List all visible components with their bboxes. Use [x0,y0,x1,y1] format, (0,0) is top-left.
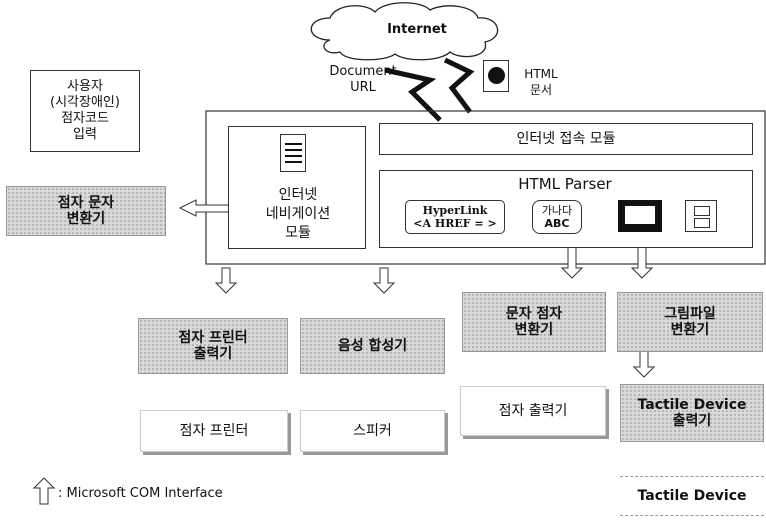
html-label: HTML [524,67,558,81]
user-input-line-3: 점자코드 [61,111,109,126]
speaker-box: 스피커 [300,410,445,452]
braille-output-label: 점자 출력기 [498,403,568,419]
tactile-device-box: Tactile Device [620,476,764,516]
braille-text-converter: 점자 문자 변환기 [6,186,166,236]
hangul-label: 가나다 [541,204,573,217]
braille-printer-label: 점자 프린터 [179,423,249,439]
braille-printer-output-line-2: 출력기 [193,346,233,362]
braille-printer-box: 점자 프린터 [140,410,288,452]
user-input-line-4: 입력 [73,127,97,142]
navigation-line-3: 모듈 [285,225,311,241]
arrow-down-2 [372,267,396,294]
graphic-converter-line-1: 그림파일 [664,306,716,322]
internet-cloud-shape [310,2,499,61]
speech-synthesizer-box: 음성 합성기 [300,318,445,374]
user-input-box: 사용자 (시각장애인) 점자코드 입력 [30,70,140,152]
braille-printer-output-box: 점자 프린터 출력기 [138,318,288,374]
internet-access-module: 인터넷 접속 모듈 [379,123,753,155]
document-label: Document [329,64,397,79]
hyperlink-label: HyperLink [422,204,488,217]
braille-output-box: 점자 출력기 [460,386,606,436]
user-input-line-2: (시각장애인) [50,95,120,110]
navigation-line-1: 인터넷 [278,187,318,203]
html-parser-label: HTML Parser [518,175,612,193]
url-label: URL [350,80,376,95]
hyperlink-element: HyperLink <A HREF = > [405,200,505,234]
legend-label: : Microsoft COM Interface [58,486,223,501]
legend-arrow [32,477,56,505]
image-element-icon [618,200,662,232]
tactile-device-label: Tactile Device [637,488,747,504]
document-kr-label: 문서 [529,83,553,97]
text-element: 가나다 ABC [532,200,582,234]
graphic-file-converter-box: 그림파일 변환기 [617,292,763,352]
tactile-output-line-2: 출력기 [672,413,712,429]
access-module-label: 인터넷 접속 모듈 [516,131,616,147]
user-input-line-1: 사용자 [67,79,103,94]
arrow-down-5 [632,349,656,378]
speaker-label: 스피커 [353,423,392,439]
html-document-icon [483,60,509,92]
braille-text-converter-line-2: 변환기 [66,211,106,227]
media-element-icon [685,200,717,232]
navigation-line-2: 네비게이션 [265,206,331,222]
navigation-module-label: 인터넷 네비게이션 모듈 [244,186,352,243]
speech-synthesizer-label: 음성 합성기 [337,338,408,354]
navigation-doc-icon [280,134,306,172]
internet-label: Internet [387,22,447,37]
text-braille-converter-line-1: 문자 점자 [505,306,563,322]
href-label: <A HREF = > [413,217,497,230]
braille-text-converter-line-1: 점자 문자 [57,195,115,211]
system-frame [205,110,766,265]
graphic-converter-line-2: 변환기 [670,322,710,338]
tactile-device-output-box: Tactile Device 출력기 [620,384,764,442]
document-url-label: Document URL [318,64,408,96]
lightning-bolt-left [384,67,442,122]
text-braille-converter-box: 문자 점자 변환기 [462,292,606,352]
lightning-bolt-right [443,57,475,114]
braille-printer-output-line-1: 점자 프린터 [178,330,248,346]
html-document-label: HTML 문서 [516,66,566,98]
abc-label: ABC [544,217,570,230]
text-braille-converter-line-2: 변환기 [514,322,554,338]
arrow-down-1 [214,267,238,294]
tactile-output-line-1: Tactile Device [637,397,747,413]
